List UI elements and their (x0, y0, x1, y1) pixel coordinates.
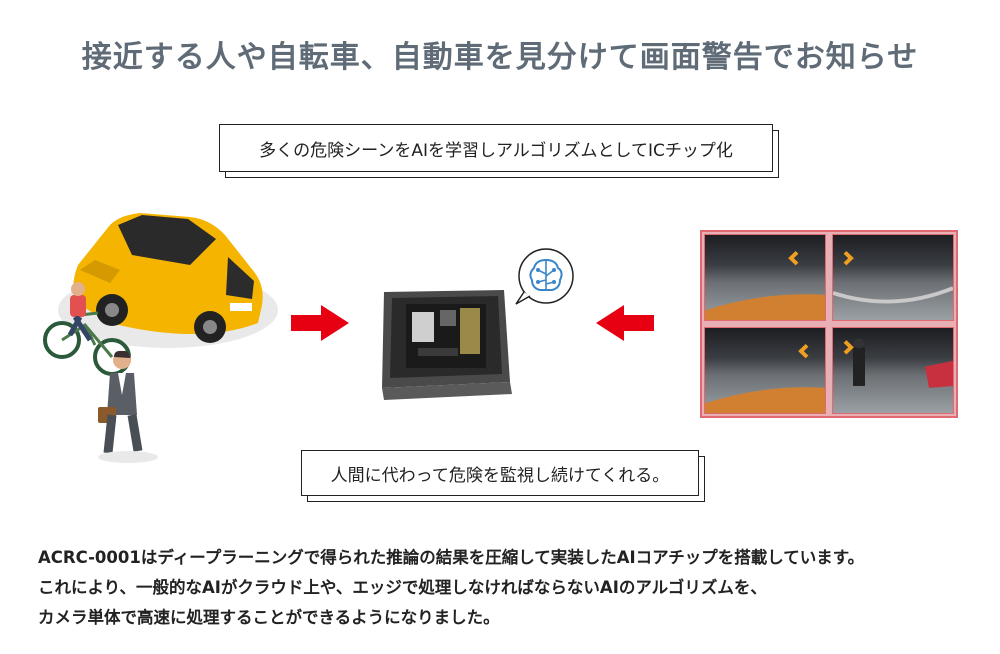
callout-monitoring: 人間に代わって危険を監視し続けてくれる。 (301, 450, 705, 502)
camera-view-2 (832, 234, 954, 321)
camera-view-1 (704, 234, 826, 321)
chevron-right-icon (843, 340, 854, 355)
road-users-illustration (43, 213, 278, 463)
callout-ai-learning: 多くの危険シーンをAIを学習しアルゴリズムとしてICチップ化 (219, 124, 779, 178)
chevron-right-icon (843, 251, 854, 266)
callout-ai-learning-text: 多くの危険シーンをAIを学習しアルゴリズムとしてICチップ化 (219, 124, 773, 172)
ai-chip-device (382, 290, 512, 400)
chevron-left-icon (798, 344, 809, 359)
pedestrian-illustration (98, 350, 158, 463)
camera-warning-grid (700, 230, 958, 418)
headline: 接近する人や自転車、自動車を見分けて画面警告でお知らせ (81, 40, 919, 75)
arrow-right-icon (291, 305, 349, 341)
car-illustration (58, 213, 278, 348)
camera-view-3 (704, 327, 826, 414)
brain-circuit-icon (515, 248, 574, 305)
camera-view-4 (832, 327, 954, 414)
chevron-left-icon (788, 251, 799, 266)
description-line-1: ACRC-0001はディープラーニングで得られた推論の結果を圧縮して実装したAI… (38, 548, 865, 567)
description-paragraph: ACRC-0001はディープラーニングで得られた推論の結果を圧縮して実装したAI… (38, 543, 978, 633)
description-line-2: これにより、一般的なAIがクラウド上や、エッジで処理しなければならないAIのアル… (38, 578, 767, 597)
cyclist-illustration (43, 282, 131, 376)
description-line-3: カメラ単体で高速に処理することができるようになりました。 (38, 608, 500, 627)
callout-monitoring-text: 人間に代わって危険を監視し続けてくれる。 (301, 450, 699, 496)
arrow-left-icon (596, 305, 654, 341)
